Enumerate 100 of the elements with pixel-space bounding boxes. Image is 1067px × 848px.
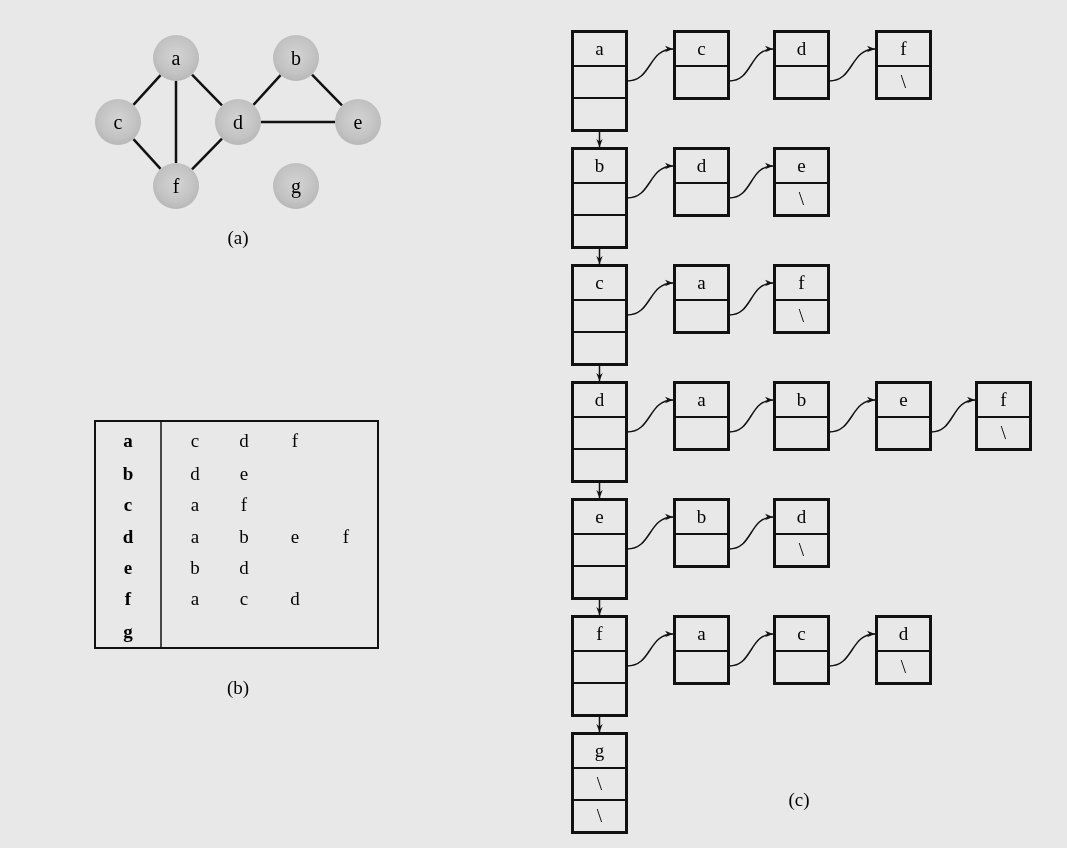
list-node bbox=[571, 264, 628, 366]
list-node bbox=[773, 498, 830, 568]
node-label: d bbox=[796, 506, 807, 528]
panel-caption: (b) bbox=[226, 677, 250, 699]
node-label: b bbox=[594, 155, 605, 177]
row-header: g bbox=[123, 621, 133, 643]
list-node bbox=[571, 30, 628, 132]
table-entry: a bbox=[190, 494, 200, 516]
row-header: f bbox=[124, 588, 132, 610]
list-node bbox=[571, 498, 628, 600]
null-pointer-mark: \ bbox=[900, 71, 907, 93]
edge-line bbox=[132, 138, 162, 170]
list-node bbox=[875, 381, 932, 451]
node-label: e bbox=[797, 155, 806, 177]
arrow bbox=[728, 163, 774, 199]
vertex-circle bbox=[335, 99, 381, 145]
vertex-label: d bbox=[233, 110, 243, 134]
arrow bbox=[728, 280, 774, 316]
list-node bbox=[571, 615, 628, 717]
vertex-label: a bbox=[171, 46, 181, 70]
edge-line bbox=[261, 120, 335, 124]
null-pointer-mark: \ bbox=[900, 656, 907, 678]
node-label: b bbox=[796, 389, 807, 411]
vertex-circle bbox=[153, 35, 199, 81]
null-pointer-mark: \ bbox=[596, 773, 603, 795]
row-header: a bbox=[123, 430, 133, 452]
list-node bbox=[571, 381, 628, 483]
row-header: b bbox=[122, 463, 134, 485]
arrow bbox=[626, 46, 674, 82]
null-pointer-mark: \ bbox=[798, 539, 805, 561]
vertex-label: b bbox=[291, 46, 301, 70]
arrow bbox=[626, 280, 674, 316]
table-entry: b bbox=[239, 526, 249, 548]
edge-line bbox=[174, 81, 178, 163]
node-label: a bbox=[697, 623, 706, 645]
arrow bbox=[626, 163, 674, 199]
node-label: d bbox=[594, 389, 605, 411]
node-label: a bbox=[697, 272, 706, 294]
row-header: c bbox=[123, 494, 133, 516]
list-node bbox=[673, 615, 730, 685]
node-label: d bbox=[796, 38, 807, 60]
arrow bbox=[596, 716, 603, 733]
list-node bbox=[673, 147, 730, 217]
null-pointer-mark: \ bbox=[1000, 422, 1007, 444]
list-node bbox=[773, 30, 830, 100]
arrow bbox=[828, 631, 876, 667]
arrow bbox=[728, 397, 774, 433]
null-pointer-mark: \ bbox=[798, 305, 805, 327]
table-entry: c bbox=[190, 430, 200, 452]
table-entry: d bbox=[290, 588, 300, 610]
node-label: c bbox=[697, 38, 706, 60]
table-entry: b bbox=[190, 557, 200, 579]
vertex-circle bbox=[273, 35, 319, 81]
list-node bbox=[673, 30, 730, 100]
table-entry: f bbox=[342, 526, 350, 548]
table-entry: d bbox=[239, 557, 249, 579]
vertex-circle bbox=[95, 99, 141, 145]
table-entry: a bbox=[190, 526, 200, 548]
arrow bbox=[728, 631, 774, 667]
list-node bbox=[773, 264, 830, 334]
table-entry: e bbox=[239, 463, 249, 485]
table-entry: f bbox=[291, 430, 299, 452]
arrow bbox=[728, 46, 774, 82]
arrow bbox=[596, 365, 603, 382]
list-node bbox=[673, 381, 730, 451]
vertex-circle bbox=[273, 163, 319, 209]
arrow bbox=[828, 397, 876, 433]
table-entry: e bbox=[290, 526, 300, 548]
vertex-label: g bbox=[291, 174, 301, 198]
table-entry: c bbox=[239, 588, 249, 610]
table-entry: d bbox=[190, 463, 200, 485]
arrow bbox=[596, 482, 603, 499]
node-label: b bbox=[696, 506, 707, 528]
list-node bbox=[773, 147, 830, 217]
table-entry: f bbox=[240, 494, 248, 516]
list-node bbox=[773, 615, 830, 685]
list-node bbox=[571, 732, 628, 834]
list-node bbox=[875, 30, 932, 100]
node-label: d bbox=[898, 623, 909, 645]
arrow bbox=[596, 131, 603, 148]
null-pointer-mark: \ bbox=[596, 805, 603, 827]
panel-caption: (a) bbox=[227, 227, 249, 249]
table-entry: d bbox=[239, 430, 249, 452]
vertex-label: e bbox=[353, 110, 363, 134]
node-label: g bbox=[594, 740, 605, 762]
vertex-label: c bbox=[113, 110, 123, 134]
vertex-circle bbox=[153, 163, 199, 209]
node-label: c bbox=[595, 272, 604, 294]
table-entry: a bbox=[190, 588, 200, 610]
node-label: a bbox=[595, 38, 604, 60]
arrow bbox=[596, 599, 603, 616]
edge-line bbox=[132, 74, 162, 106]
arrow bbox=[626, 397, 674, 433]
list-node bbox=[673, 498, 730, 568]
arrow bbox=[626, 514, 674, 550]
null-pointer-mark: \ bbox=[798, 188, 805, 210]
edge-line bbox=[311, 73, 343, 107]
row-header: d bbox=[122, 526, 134, 548]
row-header: e bbox=[123, 557, 133, 579]
edge-line bbox=[191, 137, 223, 171]
